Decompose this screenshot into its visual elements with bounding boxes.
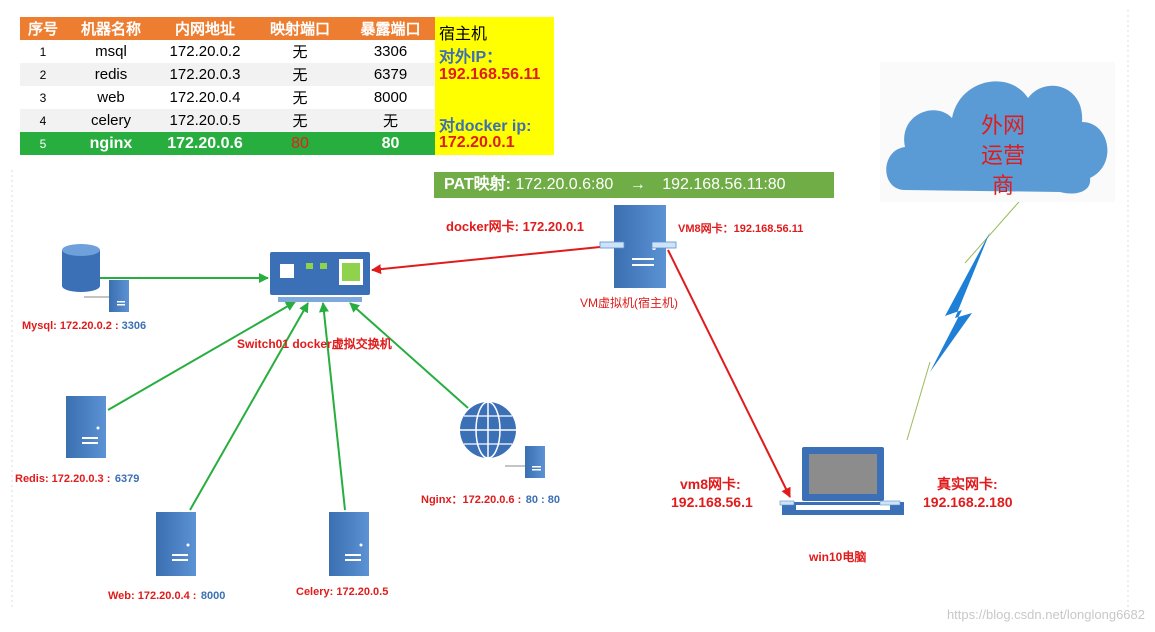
cell-expose: 3306 — [346, 40, 435, 63]
mysql-ip: Mysql: 172.20.0.2 : — [22, 320, 119, 332]
link-cloud-pc — [906, 361, 931, 441]
table-row: 4 celery 172.20.0.5 无 无 — [20, 109, 435, 132]
cell-index: 1 — [20, 40, 66, 63]
redis-port: 6379 — [114, 473, 140, 485]
table-row-highlighted: 5 nginx 172.20.0.6 80 80 — [20, 132, 435, 155]
link-vm-pc — [667, 249, 791, 498]
globe-icon — [460, 401, 516, 459]
cell-ip: 172.20.0.6 — [156, 132, 254, 155]
link-redis — [107, 301, 296, 411]
redis-label: Redis: 172.20.0.3 : 6379 — [15, 469, 139, 487]
table-row: 1 msql 172.20.0.2 无 3306 — [20, 40, 435, 63]
mysql-label: Mysql: 172.20.0.2 : 3306 — [22, 320, 146, 332]
cell-name: redis — [66, 63, 156, 86]
vm8-nic-ip: 192.168.56.1 — [671, 494, 753, 510]
cloud-label: 外网 运营商 — [975, 112, 1031, 202]
web-server-icon — [156, 512, 196, 576]
cell-index: 5 — [20, 132, 66, 155]
cell-expose: 无 — [346, 109, 435, 132]
cell-expose: 80 — [346, 132, 435, 155]
cloud-icon — [880, 62, 1115, 202]
host-ext-ip: 192.168.56.11 — [439, 66, 541, 83]
pat-label: PAT映射: — [444, 176, 511, 193]
laptop-icon — [779, 447, 904, 515]
cell-name: nginx — [66, 132, 156, 155]
table-header-row: 序号 机器名称 内网地址 映射端口 暴露端口 — [20, 17, 435, 40]
link-cloud — [964, 194, 1026, 264]
win10-label: win10电脑 — [809, 550, 867, 564]
table-row: 3 web 172.20.0.4 无 8000 — [20, 86, 435, 109]
cell-expose: 6379 — [346, 63, 435, 86]
cell-map: 无 — [254, 63, 346, 86]
vm-name-label: VM虚拟机(宿主机) — [580, 296, 678, 310]
celery-label: Celery: 172.20.0.5 — [296, 586, 389, 598]
host-title: 宿主机 — [439, 26, 488, 43]
pat-to: 192.168.56.11:80 — [662, 176, 786, 193]
real-nic-ip: 192.168.2.180 — [923, 494, 1013, 510]
host-docker-label: 对docker ip: — [439, 118, 532, 135]
nginx-label: Nginx：172.20.0.6 : 80 : 80 — [421, 490, 560, 508]
cell-map: 无 — [254, 86, 346, 109]
pat-from: 172.20.0.6:80 — [515, 176, 614, 193]
cell-name: msql — [66, 40, 156, 63]
real-nic-label: 真实网卡: — [937, 476, 998, 492]
cell-ip: 172.20.0.5 — [156, 109, 254, 132]
cell-ip: 172.20.0.2 — [156, 40, 254, 63]
host-docker-ip: 172.20.0.1 — [439, 134, 515, 151]
cell-map: 无 — [254, 40, 346, 63]
cloud-line2: 运营商 — [980, 144, 1025, 199]
link-vm-switch — [371, 246, 601, 275]
cell-map: 80 — [254, 132, 346, 155]
host-info-box: 宿主机 对外IP： 192.168.56.11 对docker ip: 172.… — [435, 17, 554, 155]
pat-mapping-banner: PAT映射: 172.20.0.6:80 → 192.168.56.11:80 — [434, 172, 834, 198]
redis-ip: Redis: 172.20.0.3 : — [15, 473, 111, 485]
vm8-nic-host-label: VM8网卡：192.168.56.11 — [678, 223, 804, 235]
web-label: Web: 172.20.0.4 : 8000 — [108, 586, 225, 604]
pat-arrow-icon: → — [629, 176, 646, 193]
header-name: 机器名称 — [66, 17, 156, 40]
cell-name: web — [66, 86, 156, 109]
switch-icon — [270, 252, 370, 302]
cell-index: 3 — [20, 86, 66, 109]
cell-index: 2 — [20, 63, 66, 86]
lightning-icon — [930, 232, 990, 372]
header-index: 序号 — [20, 17, 66, 40]
nginx-port: 80 : 80 — [525, 494, 560, 506]
mysql-server-icon — [109, 280, 129, 312]
table-row: 2 redis 172.20.0.3 无 6379 — [20, 63, 435, 86]
cloud-line1: 外网 — [980, 114, 1025, 139]
port-mapping-table: 序号 机器名称 内网地址 映射端口 暴露端口 1 msql 172.20.0.2… — [20, 17, 435, 155]
vm-server-icon — [599, 205, 677, 288]
cell-map: 无 — [254, 109, 346, 132]
redis-server-icon — [66, 396, 106, 458]
watermark: https://blog.csdn.net/longlong6682 — [946, 607, 1145, 622]
vm8-nic-label: vm8网卡: — [680, 476, 741, 492]
database-icon — [62, 244, 100, 292]
web-ip: Web: 172.20.0.4 : — [108, 590, 197, 602]
header-mapped-port: 映射端口 — [254, 17, 346, 40]
docker-nic-label: docker网卡: 172.20.0.1 — [446, 219, 585, 234]
header-exposed-port: 暴露端口 — [346, 17, 435, 40]
host-ext-label: 对外IP： — [439, 49, 503, 66]
cell-ip: 172.20.0.4 — [156, 86, 254, 109]
switch-label: Switch01 docker虚拟交换机 — [237, 337, 392, 351]
cell-expose: 8000 — [346, 86, 435, 109]
link-web — [189, 302, 309, 511]
cell-index: 4 — [20, 109, 66, 132]
header-internal-ip: 内网地址 — [156, 17, 254, 40]
web-port: 8000 — [200, 590, 226, 602]
link-celery — [318, 302, 346, 511]
link-nginx — [349, 302, 469, 409]
nginx-server-icon — [525, 446, 545, 478]
nginx-ip: Nginx：172.20.0.6 : — [421, 494, 522, 506]
celery-server-icon — [329, 512, 369, 576]
cell-name: celery — [66, 109, 156, 132]
mysql-port: 3306 — [121, 320, 147, 332]
cell-ip: 172.20.0.3 — [156, 63, 254, 86]
